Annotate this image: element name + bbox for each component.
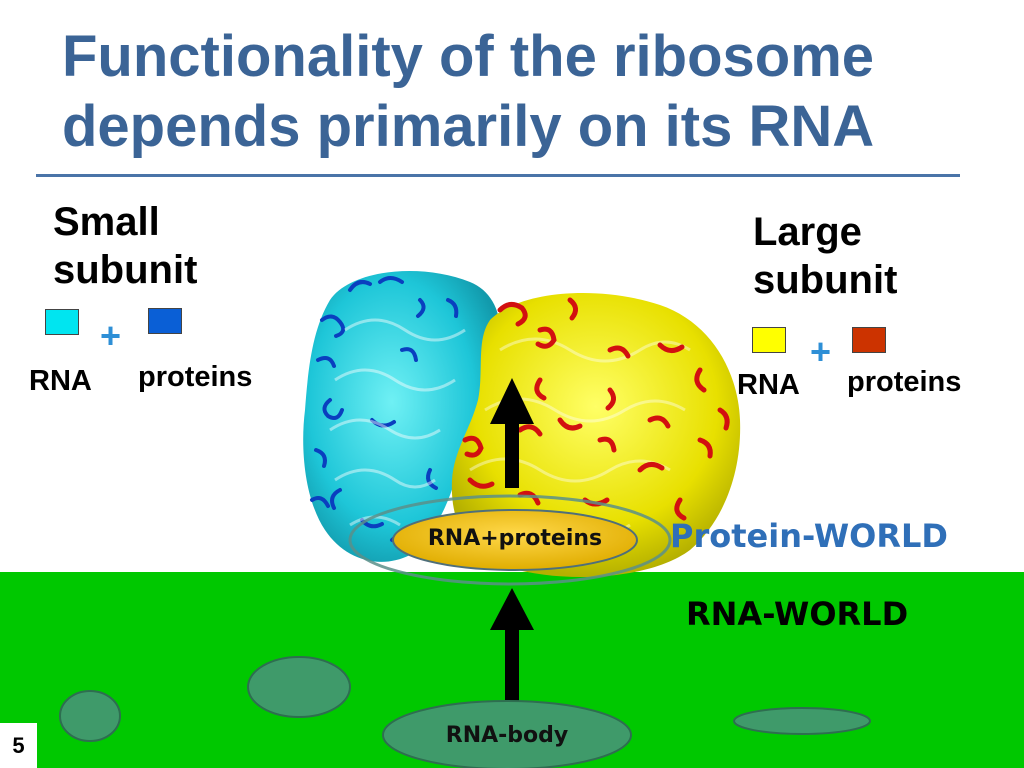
rna-blob-3 [733,707,871,735]
rna-blob-1 [59,690,121,742]
rna-blob-2 [247,656,351,718]
page-number: 5 [0,723,37,768]
title-underline [36,174,960,177]
protein-world-label: Protein-WORLD [670,517,948,555]
large-subunit-rna-label: RNA [737,369,800,401]
slide-title: Functionality of the ribosome depends pr… [62,22,982,162]
large-subunit-rna-swatch [752,327,786,353]
large-subunit-title-line-2: subunit [753,258,898,302]
small-subunit-proteins-swatch [148,308,182,334]
large-subunit-title: Large subunit [753,208,897,304]
small-subunit-rna-swatch [45,309,79,335]
large-subunit-proteins-label: proteins [847,366,962,398]
rna-world-label: RNA-WORLD [686,595,909,633]
large-subunit-proteins-swatch [852,327,886,353]
large-subunit-structure [451,293,741,577]
rna-proteins-label: RNA+proteins [427,526,603,551]
ribosome-halo-ring [348,494,672,586]
small-subunit-title-line-2: subunit [53,248,198,292]
slide-title-line-2: depends primarily on its RNA [62,94,875,159]
arrow-to-ribosome [490,378,534,488]
small-subunit-plus: + [100,315,122,356]
large-subunit-title-line-1: Large [753,210,862,254]
small-subunit-title-line-1: Small [53,200,160,244]
large-subunit-plus: + [810,331,832,372]
rna-body-blob [382,700,632,768]
slide-title-line-1: Functionality of the ribosome [62,24,875,89]
rna-proteins-oval [392,509,638,571]
small-subunit-proteins-label: proteins [138,361,253,393]
rna-body-label: RNA-body [445,723,569,748]
small-subunit-structure [303,270,501,562]
small-subunit-title: Small subunit [53,198,197,294]
small-subunit-rna-label: RNA [29,365,92,397]
arrow-from-rna-body [490,588,534,702]
